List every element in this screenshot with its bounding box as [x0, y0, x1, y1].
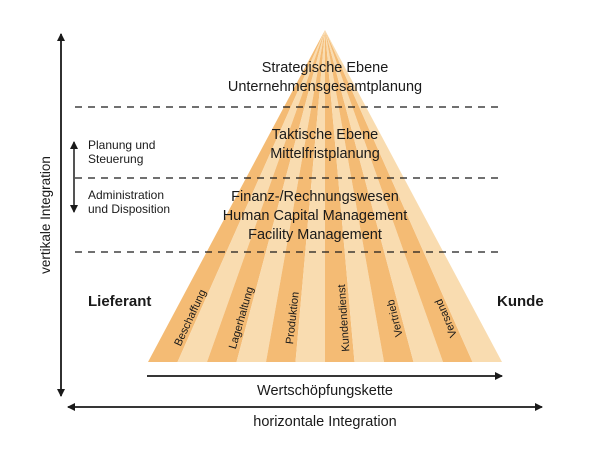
value-chain-label: Wertschöpfungskette	[257, 383, 393, 399]
strategic-level-subtitle: Unternehmensgesamtplanung	[228, 79, 422, 95]
pyramid-stripe	[236, 30, 325, 362]
operative-level-line-1: Finanz-/Rechnungswesen	[231, 189, 399, 205]
operative-level-line-3: Facility Management	[248, 227, 382, 243]
pyramid-stripe	[148, 30, 325, 362]
pyramid-stripe	[207, 30, 325, 362]
pyramid-stripe	[266, 30, 325, 362]
pyramid-stripe	[295, 30, 325, 362]
tactical-level-title: Taktische Ebene	[272, 127, 378, 143]
pyramid-stripes	[148, 30, 502, 362]
strategic-level-title: Strategische Ebene	[262, 60, 389, 76]
horizontal-integration-label: horizontale Integration	[253, 414, 397, 430]
tactical-level-subtitle: Mittelfristplanung	[270, 146, 380, 162]
administration-label-line-1: Administration	[88, 188, 164, 202]
vertical-integration-label: vertikale Integration	[38, 156, 53, 274]
planning-label-line-2: Steuerung	[88, 152, 143, 166]
column-label-kundendienst: Kundendienst	[336, 284, 352, 352]
customer-label: Kunde	[497, 293, 544, 310]
supplier-label: Lieferant	[88, 293, 151, 310]
planning-label-line-1: Planung und	[88, 138, 155, 152]
operative-level-line-2: Human Capital Management	[223, 208, 408, 224]
column-label-produktion: Produktion	[284, 291, 302, 345]
administration-label-line-2: und Disposition	[88, 202, 170, 216]
pyramid-stripe	[325, 30, 502, 362]
pyramid-stripe	[177, 30, 325, 362]
